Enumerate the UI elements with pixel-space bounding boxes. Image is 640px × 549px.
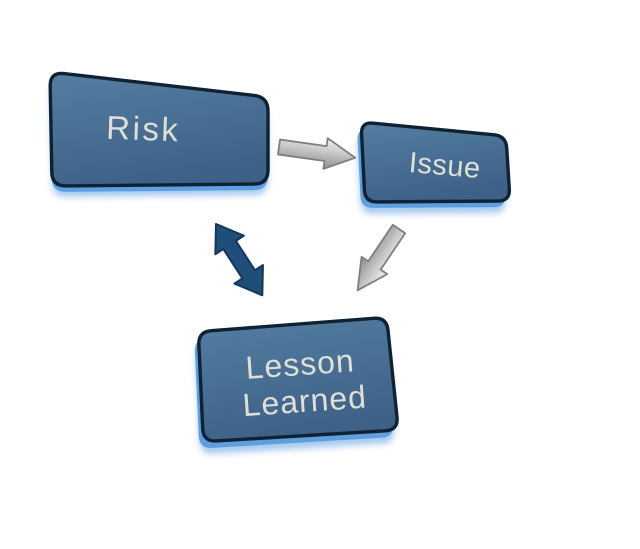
issue-to-lesson-learned-arrow: [356, 223, 407, 292]
risk-label: Risk: [106, 109, 181, 149]
issue-to-lesson-learned-arrow-shape: [356, 223, 407, 292]
risk-box-shape: [48, 71, 270, 188]
risk-to-issue-arrow-shape: [277, 137, 357, 170]
lesson-learned-label-line1: Lesson: [244, 342, 355, 386]
lesson-learned-box-shape: [197, 316, 399, 443]
lesson-learned-label-line2: Learned: [241, 379, 368, 424]
issue-box-shape: [359, 121, 512, 204]
risk-to-issue-arrow: [277, 137, 357, 170]
node-lesson-learned: Lesson Learned: [194, 316, 399, 454]
risk-lesson-learned-arrow-shape: [214, 223, 264, 297]
node-risk: Risk: [48, 71, 270, 197]
node-issue: Issue: [357, 121, 512, 214]
risk-lesson-learned-arrow: [214, 223, 264, 297]
issue-label: Issue: [408, 147, 482, 185]
